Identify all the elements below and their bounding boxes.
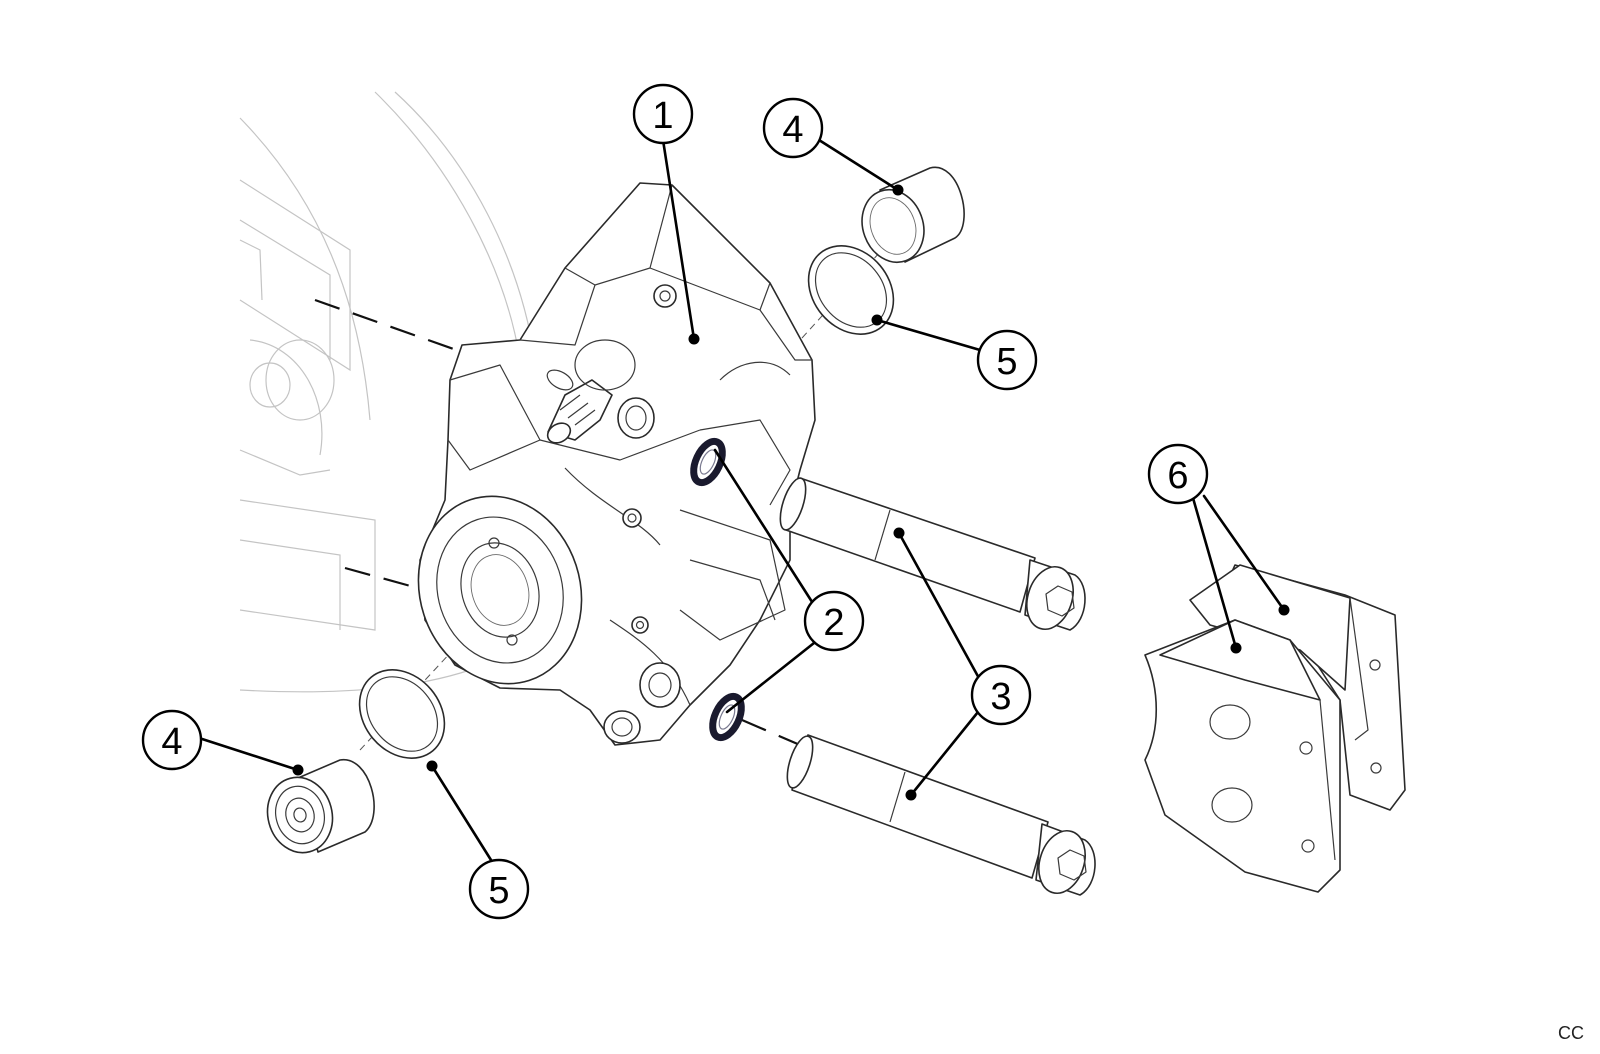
leader-dot-6-a: [1230, 642, 1242, 654]
leader-2-lower: [725, 641, 816, 714]
callout-6-label: 6: [1167, 455, 1188, 497]
callout-5-upper: 5: [976, 329, 1038, 391]
leader-dot-4-upper: [892, 184, 904, 196]
callout-5-lower: 5: [468, 858, 530, 920]
mounting-bolts: [779, 477, 1096, 896]
leader-dot-6-b: [1278, 604, 1290, 616]
callout-4-upper-label: 4: [782, 109, 803, 151]
leader-3-upper: [897, 531, 982, 682]
corner-mark: CC: [1558, 1023, 1584, 1043]
callout-1: 1: [632, 83, 694, 145]
leader-4-upper: [817, 138, 900, 192]
ghost-mounting-background: [239, 91, 536, 693]
callout-3: 3: [970, 664, 1032, 726]
callout-3-label: 3: [990, 676, 1011, 718]
callout-2: 2: [803, 590, 865, 652]
piston-seals: [358, 245, 895, 759]
leader-5-lower: [430, 764, 493, 862]
callout-5-lower-label: 5: [488, 870, 509, 912]
leader-dot-4-lower: [292, 764, 304, 776]
leader-dot-5-upper: [871, 314, 883, 326]
callout-5-upper-label: 5: [996, 341, 1017, 383]
leader-6-b: [1202, 494, 1286, 612]
caliper-housing: [417, 182, 816, 746]
callout-4-lower-label: 4: [161, 721, 182, 763]
callout-4-lower: 4: [141, 709, 203, 771]
leader-lines: [197, 138, 1290, 862]
pistons: [266, 166, 965, 854]
leader-dot-3-lower: [905, 789, 917, 801]
leader-6-a: [1191, 496, 1238, 650]
leader-dot-3-upper: [893, 527, 905, 539]
leader-3-lower: [909, 710, 980, 797]
callout-2-label: 2: [823, 602, 844, 644]
leader-5-upper: [875, 318, 982, 352]
leader-dot-1: [688, 333, 700, 345]
leader-4-lower: [197, 736, 300, 772]
callout-6: 6: [1147, 443, 1209, 505]
leader-2-upper: [713, 448, 816, 607]
leader-1: [661, 138, 696, 341]
callout-4-upper: 4: [762, 97, 824, 159]
callout-1-label: 1: [652, 95, 673, 137]
sealing-washers: [690, 437, 745, 742]
leader-dot-5-lower: [426, 760, 438, 772]
brake-pads: [1144, 564, 1406, 893]
